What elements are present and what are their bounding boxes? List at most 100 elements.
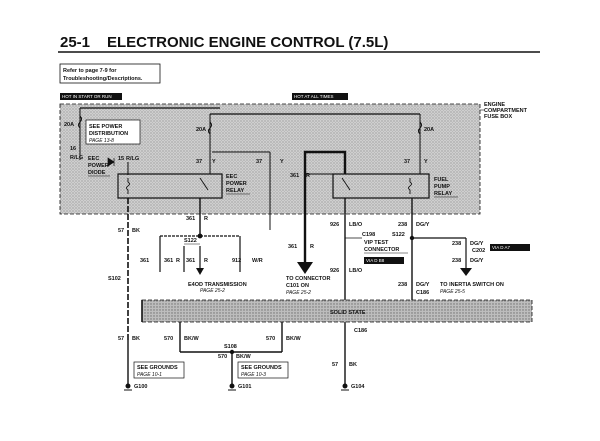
wire-37-left-color: Y [212, 159, 216, 165]
fuel-pump-relay-box [332, 173, 430, 199]
vip-test-2: CONNECTOR [364, 247, 399, 253]
wire-361-relay-color: R [204, 216, 208, 222]
to-inertia: TO INERTIA SWITCH ON [440, 282, 504, 288]
wire-361-fb-color: R [306, 173, 310, 179]
arrow-c101-icon [297, 262, 313, 274]
e4od-label: E4OD TRANSMISSION [188, 282, 247, 288]
ground-g101-icon [228, 383, 236, 391]
wire-37-right-num: 37 [404, 159, 410, 165]
wire-238-top-num: 238 [398, 222, 407, 228]
eec-diode-label-1: EEC [88, 156, 99, 162]
eec-relay-label-3: RELAY [226, 188, 244, 194]
wire-57-bk2-color: BK [132, 336, 140, 342]
fuse-right-icon [418, 121, 422, 135]
wire-361-c101-color: R [310, 244, 314, 250]
eec-relay-switch-icon [199, 177, 209, 191]
fuse-mid-icon [208, 121, 212, 135]
see-power-box [85, 119, 141, 145]
fuel-relay-label-1: FUEL [434, 177, 449, 183]
wire-570-right-color: BK/W [286, 336, 301, 342]
hot-at-all-times-bar [292, 93, 348, 100]
see-grounds-2-box [237, 361, 289, 379]
fuse-box-label-3: FUSE BOX [484, 114, 512, 120]
wire-926-color: LB/O [349, 222, 363, 228]
wire-37-right-color: Y [424, 159, 428, 165]
see-power-page: PAGE 13-8 [89, 138, 114, 144]
wire-238-2-color: DG/Y [470, 241, 484, 247]
vip-bar-label: VIA D B8 [366, 258, 385, 263]
vip-bar [364, 257, 404, 264]
wire-57-left-num: 57 [118, 228, 124, 234]
right-bar [490, 244, 530, 251]
splice-s122-label: S122 [184, 238, 197, 244]
fuel-relay-coil-icon [408, 178, 412, 194]
wire-361-c101-num: 361 [288, 244, 297, 250]
heavy-feed-wire [303, 150, 347, 230]
see-grounds-2-page: PAGE 10-3 [241, 372, 266, 378]
ground-g101-label: G101 [238, 384, 251, 390]
arrow-e4od-icon [196, 268, 204, 275]
wire-37-mid-color: Y [280, 159, 284, 165]
wire-361-b1-num: 361 [140, 258, 149, 264]
right-bar-label: VIA D A7 [492, 245, 511, 250]
connector-c202: C202 [472, 248, 485, 254]
wire-570-left-num: 570 [164, 336, 173, 342]
wire-570-right-num: 570 [266, 336, 275, 342]
wire-926-num: 926 [330, 222, 339, 228]
wire-238-3-color: DG/Y [470, 258, 484, 264]
wire-361-relay-num: 361 [186, 216, 195, 222]
refer-line-2: Troubleshooting/Descriptions. [63, 76, 143, 82]
see-grounds-1-page: PAGE 10-1 [137, 372, 162, 378]
to-connector-page: PAGE 25-2 [286, 290, 311, 296]
wire-926-2-num: 926 [330, 268, 339, 274]
section-number: 25-1 [60, 34, 90, 51]
see-power-line-2: DISTRIBUTION [89, 131, 128, 137]
eec-relay-label-2: POWER [226, 181, 247, 187]
wire-361-b3-color: R [204, 258, 208, 264]
eec-diode-label-3: DIODE [88, 170, 106, 176]
wire-57-right-num: 57 [332, 362, 338, 368]
arrow-inertia-icon [460, 268, 472, 276]
to-inertia-page: PAGE 25-5 [440, 289, 465, 295]
refer-box [59, 63, 161, 84]
wire-570-down-num: 570 [218, 354, 227, 360]
splice-s102: S102 [108, 276, 121, 282]
see-grounds-1-line: SEE GROUNDS [137, 365, 178, 371]
splice-s122-right: S122 [392, 232, 405, 238]
connector-c186: C186 [416, 290, 429, 296]
connector-c198-label: C198 [362, 232, 375, 238]
to-connector-2: C101 ON [286, 283, 309, 289]
eec-relay-coil-icon [126, 178, 130, 194]
fuel-relay-switch-icon [341, 177, 351, 191]
wire-238-4-num: 238 [398, 282, 407, 288]
eec-power-relay-box [117, 173, 223, 199]
wire-238-4-color: DG/Y [416, 282, 430, 288]
see-power-line-1: SEE POWER [89, 124, 122, 130]
wire-570-down-color: BK/W [236, 354, 251, 360]
wire-361-fb-num: 361 [290, 173, 299, 179]
fuse-mid-label: 20A [196, 127, 206, 133]
see-grounds-2-line: SEE GROUNDS [241, 365, 282, 371]
connector-c186-b: C186 [354, 328, 367, 334]
see-grounds-1-box [133, 361, 185, 379]
diode-symbol-icon [107, 157, 115, 167]
page-title: ELECTRONIC ENGINE CONTROL (7.5L) [107, 34, 388, 51]
wire-16-color: R/LG [70, 155, 83, 161]
vip-test-1: VIP TEST [364, 240, 389, 246]
fuel-relay-label-3: RELAY [434, 191, 452, 197]
wire-361-b2-color: R [176, 258, 180, 264]
fuse-right-label: 20A [424, 127, 434, 133]
fuse-box-label-2: COMPARTMENT [484, 108, 528, 114]
wire-37-left-num: 37 [196, 159, 202, 165]
wire-37-mid-num: 37 [256, 159, 262, 165]
eec-diode-label-2: POWER [88, 163, 109, 169]
wire-57-bk2-num: 57 [118, 336, 124, 342]
ground-g104-label: G104 [351, 384, 365, 390]
solid-state-label: SOLID STATE [330, 310, 366, 316]
fuse-box-label-1: ENGINE [484, 102, 505, 108]
ground-g104-icon [341, 383, 349, 391]
wire-570-left-color: BK/W [184, 336, 199, 342]
to-connector-1: TO CONNECTOR [286, 276, 330, 282]
